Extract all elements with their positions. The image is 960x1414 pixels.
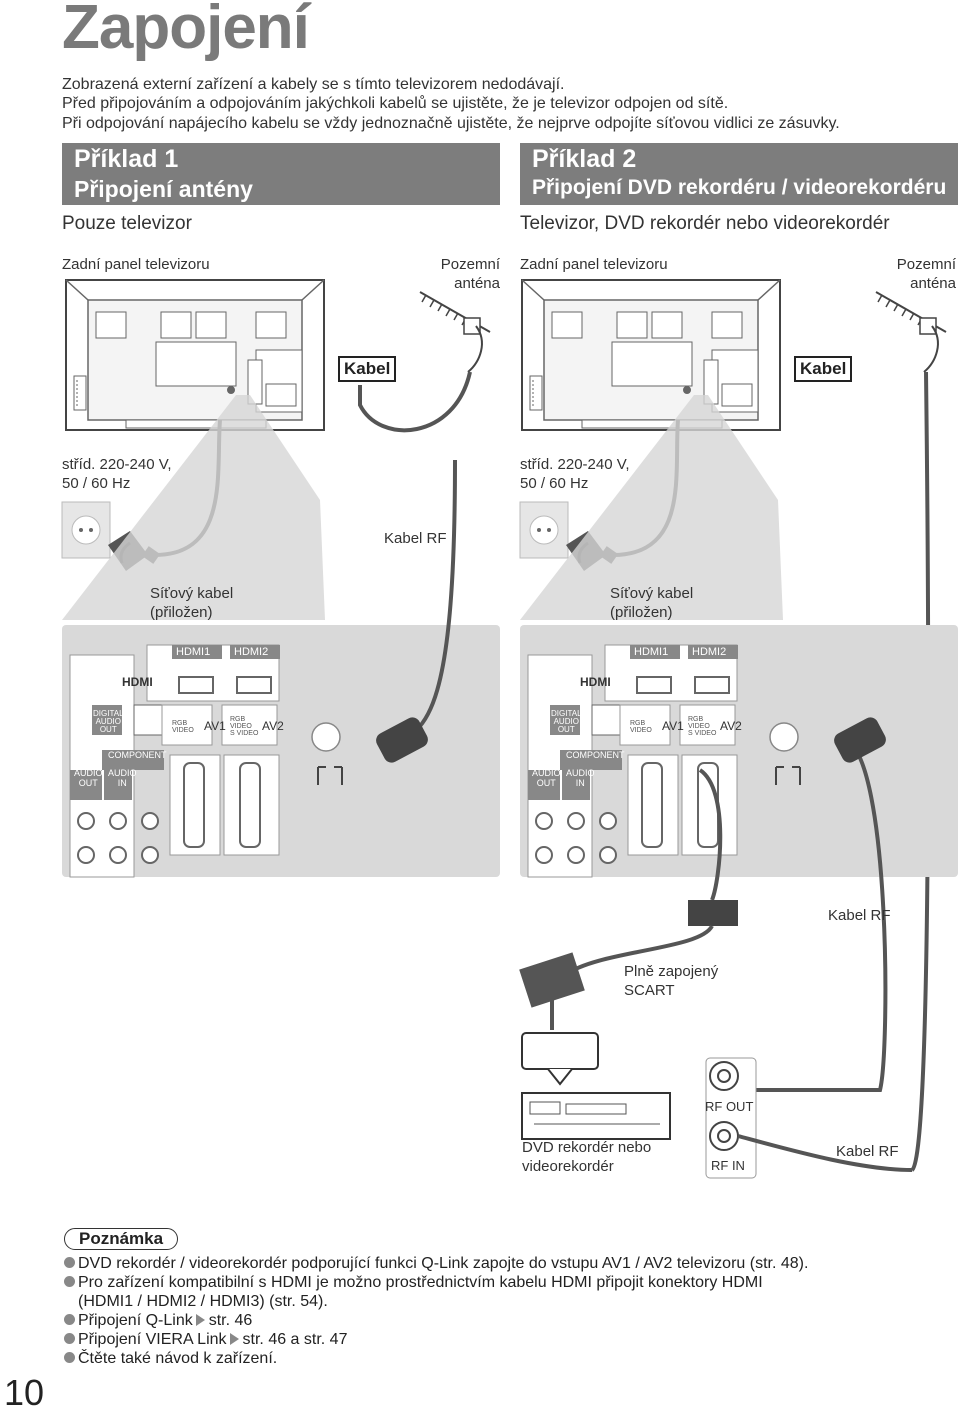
- example1-mains-cable-label: Síťový kabel (přiložen): [150, 585, 234, 621]
- example2-rf-cable-bottom-label: Kabel RF: [836, 1143, 899, 1160]
- example1-subtitle: Pouze televizor: [62, 213, 192, 234]
- rf-in-label: RF IN: [711, 1158, 745, 1173]
- panel2-hdmi-logo: HDMI: [580, 675, 611, 689]
- note-item-4: Připojení VIERA Link str. 46 a str. 47: [64, 1330, 347, 1349]
- note-item-3: Připojení Q-Link str. 46: [64, 1311, 252, 1330]
- example1-rear-panel-label: Zadní panel televizoru: [62, 256, 210, 273]
- note-item-4-ref: str. 46 a str. 47: [242, 1331, 348, 1348]
- panel2-audio-out-label: AUDIO OUT: [532, 768, 561, 788]
- example1-rf-cable-label: Kabel RF: [384, 530, 447, 547]
- example1-power-label: stříd. 220-240 V, 50 / 60 Hz: [62, 456, 172, 492]
- panel1-audio-in-label: AUDIO IN: [108, 768, 137, 788]
- example2-header: Příklad 2 Připojení DVD rekordéru / vide…: [520, 143, 958, 205]
- page-title: Zapojení: [62, 0, 310, 62]
- panel1-component-label: COMPONENT: [108, 750, 167, 760]
- panel1-rgb-video-svideo-label: RGB VIDEO S VIDEO: [230, 716, 259, 737]
- example2-header-number: Příklad 2: [532, 145, 637, 173]
- bullet-icon: [64, 1257, 75, 1268]
- panel1-hdmi1-label: HDMI1: [176, 646, 211, 658]
- example1-antenna-label: Pozemní anténa: [440, 256, 500, 292]
- recorder-label: DVD rekordér nebo videorekordér: [522, 1139, 652, 1175]
- arrow-right-icon: [195, 1314, 205, 1326]
- panel2-hdmi1-label: HDMI1: [634, 646, 669, 658]
- bullet-icon: [64, 1276, 75, 1287]
- note-item-4-text: Připojení VIERA Link: [78, 1331, 227, 1348]
- panel1-hdmi2-label: HDMI2: [234, 646, 269, 658]
- example1-header: Příklad 1 Připojení antény: [62, 143, 500, 205]
- intro-line-3: Při odpojování napájecího kabelu se vždy…: [62, 115, 840, 132]
- note-item-2: Pro zařízení kompatibilní s HDMI je možn…: [64, 1273, 763, 1292]
- page-number: 10: [4, 1372, 45, 1413]
- intro-line-2: Před připojováním a odpojováním jakýchko…: [62, 95, 729, 112]
- example2-subtitle: Televizor, DVD rekordér nebo videorekord…: [520, 213, 890, 234]
- example2-power-label: stříd. 220-240 V, 50 / 60 Hz: [520, 456, 630, 492]
- intro-line-1: Zobrazená externí zařízení a kabely se s…: [62, 76, 565, 93]
- bullet-icon: [64, 1352, 75, 1363]
- example1-header-number: Příklad 1: [74, 145, 179, 173]
- panel1-av2-label: AV2: [262, 719, 284, 733]
- panel1-av1-label: AV1: [204, 719, 226, 733]
- example2-mains-cable-label: Síťový kabel (přiložen): [610, 585, 694, 621]
- note-item-3-text: Připojení Q-Link: [78, 1312, 193, 1329]
- note-item-2-cont: (HDMI1 / HDMI2 / HDMI3) (str. 54).: [78, 1293, 328, 1310]
- bullet-icon: [64, 1314, 75, 1325]
- panel2-digital-audio-out-label: DIGITAL AUDIO OUT: [551, 709, 582, 734]
- note-item-5: Čtěte také návod k zařízení.: [64, 1349, 277, 1368]
- panel2-rgb-video-svideo-label: RGB VIDEO S VIDEO: [688, 716, 717, 737]
- note-item-3-ref: str. 46: [208, 1312, 253, 1329]
- note-item-1-text: DVD rekordér / videorekordér podporující…: [78, 1255, 809, 1272]
- arrow-right-icon: [229, 1333, 239, 1345]
- panel2-rgb-video-label: RGB VIDEO: [630, 720, 652, 734]
- note-title: Poznámka: [64, 1228, 179, 1250]
- panel1-hdmi-logo: HDMI: [122, 675, 153, 689]
- rf-out-label: RF OUT: [705, 1099, 754, 1114]
- panel2-component-label: COMPONENT: [566, 750, 625, 760]
- panel1-rgb-video-label: RGB VIDEO: [172, 720, 194, 734]
- panel1-digital-audio-out-label: DIGITAL AUDIO OUT: [93, 709, 124, 734]
- note-item-1: DVD rekordér / videorekordér podporující…: [64, 1254, 808, 1273]
- example2-antenna-label: Pozemní anténa: [896, 256, 956, 292]
- example2-header-title: Připojení DVD rekordéru / videorekordéru: [532, 176, 947, 199]
- example1-cable-label: Kabel: [338, 356, 397, 382]
- panel2-av2-label: AV2: [720, 719, 742, 733]
- example2-rear-panel-label: Zadní panel televizoru: [520, 256, 668, 273]
- bullet-icon: [64, 1333, 75, 1344]
- panel2-hdmi2-label: HDMI2: [692, 646, 727, 658]
- scart-label: Plně zapojený SCART: [624, 963, 719, 999]
- example2-cable-label: Kabel: [794, 356, 853, 382]
- panel2-av1-label: AV1: [662, 719, 684, 733]
- example1-header-title: Připojení antény: [74, 176, 253, 202]
- panel2-audio-in-label: AUDIO IN: [566, 768, 595, 788]
- note-item-2-text: Pro zařízení kompatibilní s HDMI je možn…: [78, 1274, 763, 1291]
- example2-rf-cable-top-label: Kabel RF: [828, 907, 891, 924]
- note-item-5-text: Čtěte také návod k zařízení.: [78, 1350, 278, 1367]
- panel1-audio-out-label: AUDIO OUT: [74, 768, 103, 788]
